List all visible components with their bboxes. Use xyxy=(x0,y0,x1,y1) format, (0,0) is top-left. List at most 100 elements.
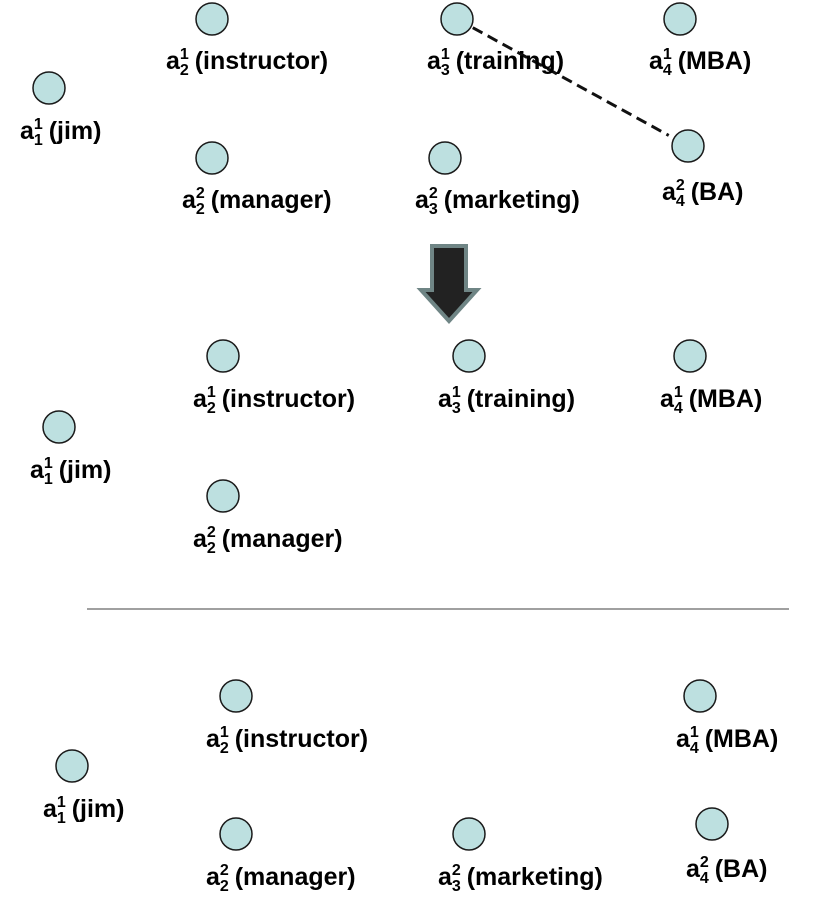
node-label-a2_2: a22(manager) xyxy=(182,185,332,218)
node-label-subscript: 4 xyxy=(699,870,709,887)
node-label-a2_1: a21 (instructor) xyxy=(206,724,369,757)
node-label-subscript: 2 xyxy=(206,400,216,417)
node-label-text: (instructor) xyxy=(221,385,356,413)
node-label-superscript: 2 xyxy=(206,524,216,541)
node-circle-a2_2 xyxy=(206,479,240,513)
node-label-a2_2: a22 (manager) xyxy=(206,862,356,895)
node-label-superscript: 1 xyxy=(56,794,66,811)
node-label-base: a xyxy=(206,863,220,891)
node-label-text: (instructor) xyxy=(194,47,329,75)
node-label-a3_1: a31 (training) xyxy=(427,46,565,79)
node-label-base: a xyxy=(427,47,441,75)
node-label-base: a xyxy=(676,725,690,753)
node-label-a1_1: a11(jim) xyxy=(30,456,112,488)
node-label-subscript: 1 xyxy=(43,471,53,488)
node-label-subscript: 2 xyxy=(219,878,229,895)
node-label-subscript: 2 xyxy=(195,201,205,218)
node-label-a2_1: a21(instructor) xyxy=(193,385,356,417)
node-label-text: (jim) xyxy=(58,456,112,484)
node-label-a2_1: a21(instructor) xyxy=(166,47,329,79)
node-label-base: a xyxy=(649,47,663,75)
node-circle-a2_1 xyxy=(206,339,240,373)
node-label-base: a xyxy=(662,178,676,206)
node-label-text: (manager) xyxy=(210,186,332,214)
node-label-a4_2: a42 (BA) xyxy=(662,177,744,210)
node-label-subscript: 4 xyxy=(689,740,699,757)
node-label-base: a xyxy=(438,863,452,891)
node-label-superscript: 2 xyxy=(219,862,229,879)
node-label-subscript: 3 xyxy=(451,400,461,417)
node-label-a4_1: a41 (MBA) xyxy=(676,724,779,757)
node-label-superscript: 1 xyxy=(673,384,683,401)
transform-down-arrow xyxy=(416,244,482,324)
node-label-superscript: 2 xyxy=(699,854,709,871)
node-label-base: a xyxy=(166,47,180,75)
nodes-layer xyxy=(32,2,729,851)
node-label-text: (manager) xyxy=(234,863,356,891)
node-label-text: (MBA) xyxy=(688,385,763,413)
node-label-superscript: 1 xyxy=(440,46,450,63)
node-circle-a4_1 xyxy=(683,679,717,713)
node-label-base: a xyxy=(30,456,44,484)
node-label-base: a xyxy=(43,795,57,823)
node-circle-a3_2 xyxy=(452,817,486,851)
node-label-base: a xyxy=(193,385,207,413)
node-label-text: (manager) xyxy=(221,525,343,553)
node-circle-a3_1 xyxy=(452,339,486,373)
node-label-subscript: 4 xyxy=(662,62,672,79)
node-circle-a2_1 xyxy=(219,679,253,713)
node-circle-a1_1 xyxy=(42,410,76,444)
node-label-base: a xyxy=(438,385,452,413)
node-circle-a1_1 xyxy=(55,749,89,783)
node-label-text: (MBA) xyxy=(704,725,779,753)
node-label-base: a xyxy=(660,385,674,413)
node-label-superscript: 2 xyxy=(195,185,205,202)
node-label-superscript: 2 xyxy=(451,862,461,879)
edges-layer xyxy=(472,26,670,137)
node-label-subscript: 2 xyxy=(219,740,229,757)
node-label-a1_1: a11(jim) xyxy=(20,117,102,149)
node-circle-a2_2 xyxy=(219,817,253,851)
node-label-subscript: 2 xyxy=(179,62,189,79)
node-label-superscript: 1 xyxy=(689,724,699,741)
node-label-text: (marketing) xyxy=(443,186,580,214)
node-label-subscript: 1 xyxy=(33,132,43,149)
node-label-subscript: 2 xyxy=(206,540,216,557)
node-circle-a3_1 xyxy=(440,2,474,36)
node-label-subscript: 4 xyxy=(673,400,683,417)
node-label-text: (MBA) xyxy=(677,47,752,75)
node-label-text: (jim) xyxy=(48,117,102,145)
node-label-superscript: 1 xyxy=(219,724,229,741)
node-label-text: (training) xyxy=(455,47,565,75)
node-label-a4_1: a41 (MBA) xyxy=(660,384,763,417)
node-label-base: a xyxy=(415,186,429,214)
node-label-subscript: 3 xyxy=(440,62,450,79)
node-label-text: (training) xyxy=(466,385,576,413)
node-circle-a4_2 xyxy=(671,129,705,163)
node-circle-a1_1 xyxy=(32,71,66,105)
node-label-a3_2: a32 (marketing) xyxy=(438,862,603,895)
node-label-text: (instructor) xyxy=(234,725,369,753)
node-circle-a2_1 xyxy=(195,2,229,36)
node-label-base: a xyxy=(193,525,207,553)
node-label-text: (jim) xyxy=(71,795,125,823)
node-label-subscript: 1 xyxy=(56,810,66,827)
node-label-base: a xyxy=(20,117,34,145)
node-label-a2_2: a22 (manager) xyxy=(193,524,343,557)
node-label-text: (marketing) xyxy=(466,863,603,891)
node-label-a1_1: a11 (jim) xyxy=(43,794,125,827)
node-label-base: a xyxy=(206,725,220,753)
node-label-base: a xyxy=(686,855,700,883)
node-circle-a4_1 xyxy=(673,339,707,373)
node-label-a3_1: a31(training) xyxy=(438,385,576,417)
node-label-superscript: 1 xyxy=(662,46,672,63)
node-label-a4_1: a41 (MBA) xyxy=(649,46,752,79)
node-circle-a3_2 xyxy=(428,141,462,175)
edge-a3_1-a4_2 xyxy=(472,26,670,137)
node-label-subscript: 3 xyxy=(451,878,461,895)
node-circle-a4_1 xyxy=(663,2,697,36)
node-label-text: (BA) xyxy=(690,178,744,206)
node-label-superscript: 2 xyxy=(675,177,685,194)
node-label-subscript: 4 xyxy=(675,193,685,210)
